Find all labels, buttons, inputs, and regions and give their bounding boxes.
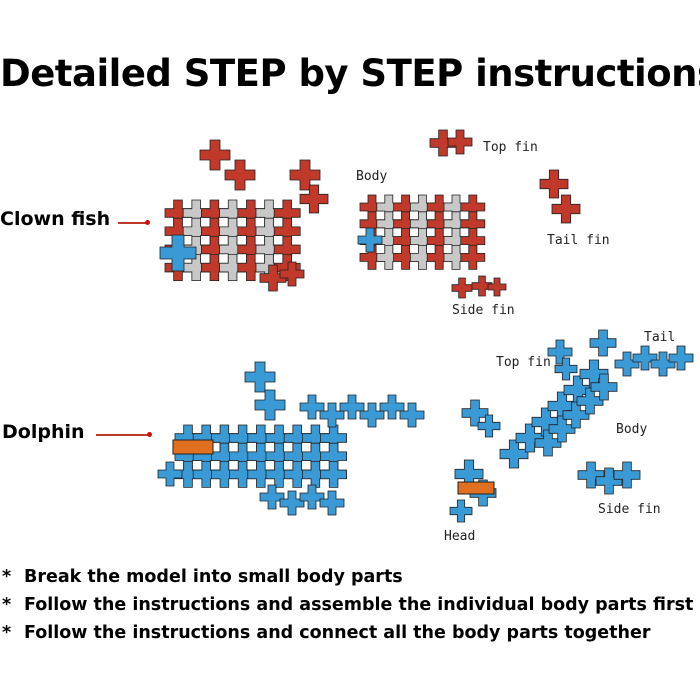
dolphin-side-fin-brick xyxy=(595,467,623,495)
dolphin-part-side-fin: Side fin xyxy=(598,502,661,517)
clownfish-side-fin-brick xyxy=(451,277,473,299)
bullet-star: * xyxy=(2,595,12,615)
dolphin-side-fin-brick xyxy=(319,490,345,516)
dolphin-tail-brick xyxy=(668,345,694,371)
clownfish-tail-fin-brick xyxy=(539,169,569,199)
dolphin-side-fin-brick xyxy=(259,484,285,510)
dolphin-part-tail: Tail xyxy=(644,330,676,345)
dolphin-side-fin-brick xyxy=(477,414,501,438)
dolphin-part-body: Body xyxy=(616,422,648,437)
dolphin-side-fin-brick xyxy=(613,461,641,489)
dolphin-body-brick xyxy=(548,415,576,443)
clownfish-pointer-line xyxy=(118,222,148,224)
bullet-text: Follow the instructions and connect all … xyxy=(24,623,651,643)
dolphin-brick xyxy=(211,461,238,488)
clownfish-tail-fin-brick xyxy=(551,194,581,224)
dolphin-body-brick xyxy=(590,373,618,401)
dolphin-tail-brick xyxy=(650,351,676,377)
bullet-star: * xyxy=(2,623,12,643)
clownfish-side-fin-brick xyxy=(471,275,493,297)
dolphin-top-fin-brick xyxy=(554,357,578,381)
bullet-text: Break the model into small body parts xyxy=(24,567,403,587)
dolphin-tail-brick xyxy=(589,329,617,357)
dolphin-tail-brick xyxy=(614,351,640,377)
dolphin-tail-brick xyxy=(339,394,365,420)
dolphin-tail-brick xyxy=(319,402,345,428)
clownfish-brick xyxy=(237,254,265,281)
dolphin-tail-brick xyxy=(379,394,405,420)
bullet-text: Follow the instructions and assemble the… xyxy=(24,595,694,615)
dolphin-side-fin-brick xyxy=(577,461,605,489)
dolphin-body-brick xyxy=(534,429,562,457)
clownfish-top-fin-brick xyxy=(429,129,457,157)
dolphin-tail-brick xyxy=(632,345,658,371)
clownfish-body-brick xyxy=(359,245,385,270)
dolphin-body-brick xyxy=(562,401,590,429)
bullet-star: * xyxy=(2,567,12,587)
dolphin-brick xyxy=(265,461,293,488)
dolphin-head-brick xyxy=(449,499,473,523)
dolphin-body-brick xyxy=(499,439,529,469)
clownfish-body-brick xyxy=(376,245,402,270)
clownfish-top-fin-brick xyxy=(199,139,231,171)
dolphin-brick xyxy=(320,461,347,488)
dolphin-brick xyxy=(283,461,311,488)
dolphin-body-brick xyxy=(515,423,545,453)
dolphin-body-brick xyxy=(576,387,604,415)
clownfish-part-top-fin: Top fin xyxy=(483,140,538,155)
dolphin-mouth-brick xyxy=(172,439,214,455)
dolphin-pointer-line xyxy=(96,434,150,436)
dolphin-tail-brick xyxy=(399,402,425,428)
clownfish-body-brick xyxy=(460,245,486,270)
clownfish-part-side-fin: Side fin xyxy=(452,303,515,318)
clownfish-body-brick xyxy=(426,245,452,270)
dolphin-side-fin-brick xyxy=(299,484,325,510)
dolphin-brick xyxy=(229,461,256,488)
clownfish-part-body: Body xyxy=(356,169,388,184)
clownfish-side-fin-brick xyxy=(487,277,507,297)
clownfish-part-tail-fin: Tail fin xyxy=(547,233,610,248)
dolphin-brick xyxy=(247,461,275,488)
dolphin-top-fin-brick xyxy=(254,389,286,421)
clownfish-side-fin-brick xyxy=(259,264,287,292)
clownfish-eye-brick xyxy=(357,227,383,253)
clownfish-top-fin-brick xyxy=(447,129,473,155)
dolphin-brick xyxy=(192,461,220,488)
clownfish-brick xyxy=(299,184,329,214)
clownfish-eye-brick xyxy=(159,234,197,272)
page-title: Detailed STEP by STEP instructions xyxy=(0,52,700,95)
bullet-item: * Break the model into small body parts xyxy=(2,567,403,587)
dolphin-top-fin-brick xyxy=(244,361,276,393)
bullet-item: * Follow the instructions and connect all… xyxy=(2,623,651,643)
dolphin-label: Dolphin xyxy=(2,421,85,443)
clownfish-body-brick xyxy=(393,245,418,270)
clownfish-side-fin-brick xyxy=(279,261,305,287)
dolphin-brick xyxy=(302,461,329,488)
dolphin-part-head: Head xyxy=(444,529,476,544)
bullet-item: * Follow the instructions and assemble th… xyxy=(2,595,693,615)
clownfish-body-brick xyxy=(443,245,469,270)
clownfish-pointer-dot xyxy=(145,220,150,225)
dolphin-tail-brick xyxy=(359,402,385,428)
dolphin-pointer-dot xyxy=(147,432,152,437)
clownfish-brick xyxy=(219,254,246,281)
clownfish-top-fin-brick xyxy=(224,159,256,191)
dolphin-tail-brick xyxy=(299,394,325,420)
dolphin-part-top-fin: Top fin xyxy=(496,355,551,370)
clownfish-label: Clown fish xyxy=(0,208,111,230)
dolphin-nose-brick xyxy=(157,461,183,487)
dolphin-side-fin-brick xyxy=(279,490,305,516)
clownfish-body-brick xyxy=(410,245,435,270)
dolphin-mouth-brick xyxy=(457,481,495,495)
clownfish-brick xyxy=(201,254,228,281)
